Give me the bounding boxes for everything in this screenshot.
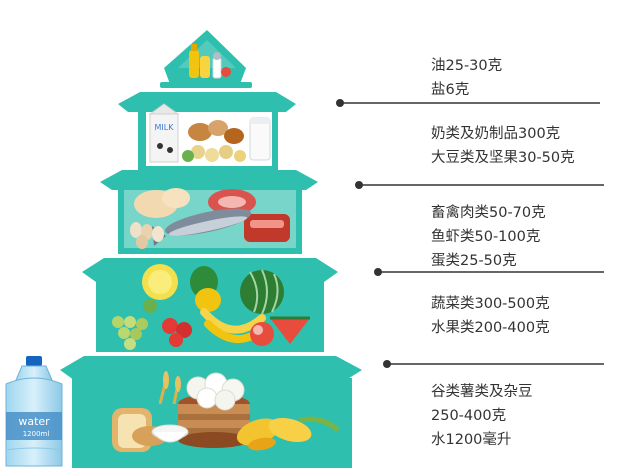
chicken-icon	[134, 188, 190, 218]
label-grains-water: 谷类薯类及杂豆 250-400克 水1200毫升	[431, 380, 533, 452]
soybeans-icon	[182, 145, 246, 162]
label-meat-fish-egg: 畜禽肉类50-70克 鱼虾类50-100克 蛋类25-50克	[431, 201, 546, 273]
label-dairy-soy: 奶类及奶制品300克 大豆类及坚果30-50克	[431, 122, 575, 170]
pointer-dot-veg-fruit	[383, 360, 391, 368]
bread-icon	[112, 408, 168, 452]
label-oil: 油25-30克	[431, 58, 503, 74]
pointer-lines	[336, 99, 604, 368]
pepper-icon	[190, 266, 221, 312]
label-eggs: 蛋类25-50克	[431, 253, 517, 269]
pointer-dot-oil-salt	[336, 99, 344, 107]
label-fruit: 水果类200-400克	[431, 320, 550, 336]
tomato-icon	[143, 299, 192, 347]
label-soy-nuts: 大豆类及坚果30-50克	[431, 150, 575, 166]
watermelon-icon	[240, 269, 310, 344]
peach-icon	[250, 322, 274, 346]
label-fish-shrimp: 鱼虾类50-100克	[431, 229, 541, 245]
rice-bowl-icon	[151, 424, 189, 443]
label-oil-salt: 油25-30克 盐6克	[431, 54, 502, 102]
tier-meat-fish-egg	[100, 170, 318, 254]
label-dairy: 奶类及奶制品300克	[431, 126, 561, 142]
milk-carton-label: MILK	[155, 123, 175, 132]
meat-icon	[208, 189, 290, 242]
water-jug-label: water	[18, 415, 50, 428]
label-grains-amount: 250-400克	[431, 408, 507, 424]
tier-oil-salt	[160, 30, 252, 88]
tier-veg-fruit	[82, 258, 338, 352]
grapes-icon	[112, 316, 148, 350]
pointer-dot-meat	[374, 268, 382, 276]
oil-bottle-icon	[189, 44, 210, 78]
label-water: 水1200毫升	[431, 432, 512, 448]
nuts-icon	[188, 120, 244, 144]
eggs-icon	[130, 222, 164, 249]
label-vegetables: 蔬菜类300-500克	[431, 296, 550, 312]
label-salt: 盐6克	[431, 82, 470, 98]
milk-carton-icon: MILK	[148, 103, 180, 163]
salt-shaker-icon	[212, 52, 231, 79]
label-veg-fruit: 蔬菜类300-500克 水果类200-400克	[431, 292, 550, 340]
water-jug-volume: 1200ml	[23, 430, 50, 438]
steamed-buns-icon	[178, 372, 250, 448]
wheat-icon	[158, 371, 181, 405]
water-jug-icon: water 1200ml	[5, 356, 63, 467]
corn-icon	[236, 416, 340, 451]
melon-icon	[142, 264, 178, 300]
pointer-dot-dairy-soy	[355, 181, 363, 189]
milk-glass-icon	[249, 117, 271, 161]
label-meat: 畜禽肉类50-70克	[431, 205, 546, 221]
tier-grains	[60, 356, 362, 468]
tier-dairy-soy: MILK	[118, 92, 296, 170]
label-grains: 谷类薯类及杂豆	[431, 384, 533, 400]
